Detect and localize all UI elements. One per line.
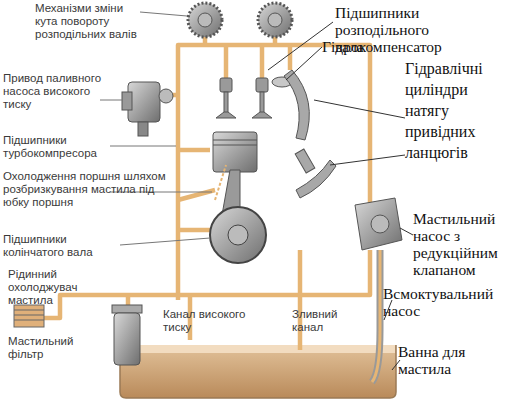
piston-crank [210, 132, 266, 263]
chain-tensioners [284, 70, 336, 198]
part-label: Охолодження поршня шляхом розбризкування… [3, 170, 175, 209]
part-label: Мастильний насос з редукційним клапаном [413, 210, 516, 278]
part-label: Гідрокомпенсатор [322, 38, 482, 55]
part-label: Зливний канал [292, 308, 354, 334]
part-label: Всмоктувальний насос [383, 285, 516, 319]
part-label: Привод паливного насоса високого тиску [3, 72, 121, 111]
valves [216, 77, 292, 118]
part-label: Рідинний охолоджувач мастила [8, 268, 118, 307]
part-label: Мастильний фільтр [8, 335, 88, 361]
part-label: Канал високого тиску [163, 308, 251, 334]
cam-phasers [188, 3, 292, 37]
oil-pan [120, 345, 396, 398]
oil-surface [121, 345, 395, 353]
part-label: Гідравлічні циліндри натягу привідних ла… [405, 58, 515, 163]
part-label: Механізми зміни кута повороту розподільн… [35, 2, 147, 41]
part-label: Підшипники турбокомпресора [3, 134, 115, 160]
fuel-pump [122, 82, 173, 136]
part-label: Ванна для мастила [398, 343, 510, 377]
part-label: Підшипники колінчатого вала [3, 233, 128, 259]
leader-lines [100, 12, 212, 245]
